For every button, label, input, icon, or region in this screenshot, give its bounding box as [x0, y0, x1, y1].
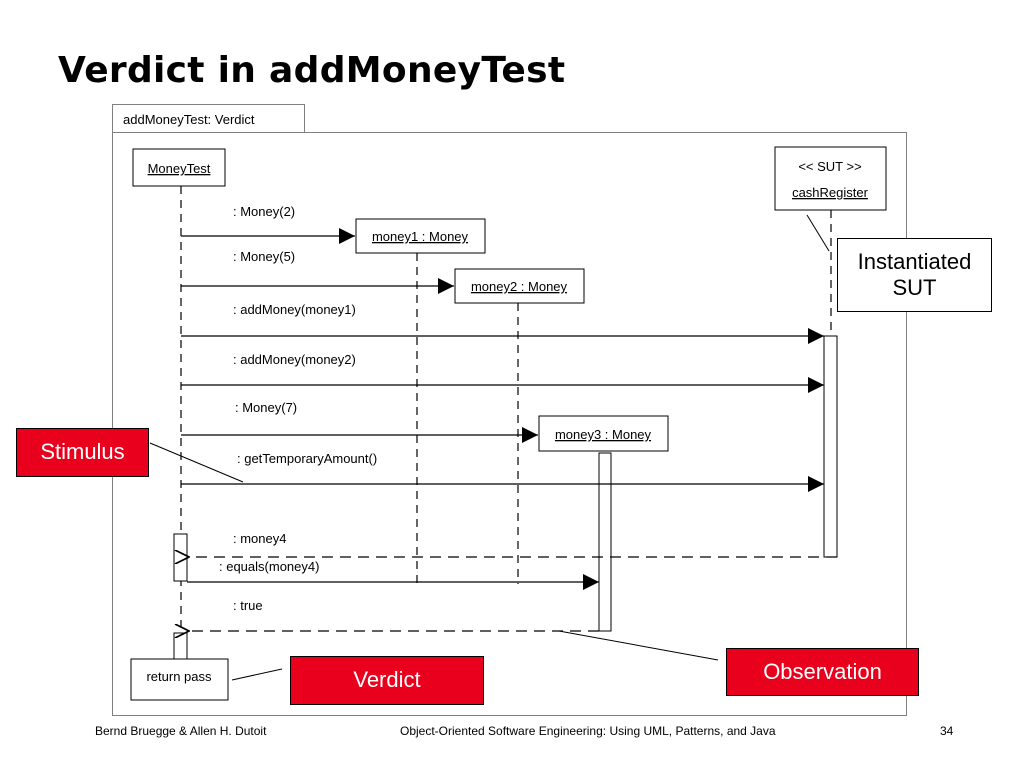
message-label: : Money(2) [233, 204, 295, 219]
activation-money-test-2 [173, 632, 188, 661]
frame-label: addMoneyTest: Verdict [123, 112, 255, 127]
sequence-diagram-frame [112, 132, 907, 716]
activation-money3 [598, 452, 612, 632]
message-label: : true [233, 598, 263, 613]
callout-instantiated-sut-line1: Instantiated [857, 248, 972, 274]
message-label: : Money(5) [233, 249, 295, 264]
lifeline-head-money2: money2 : Money [454, 268, 585, 304]
lifeline-label-cash-register: cashRegister [792, 185, 869, 200]
message-label: : equals(money4) [219, 559, 319, 574]
lifeline-head-money-test: MoneyTest [132, 148, 226, 187]
callout-verdict: Verdict [290, 656, 484, 705]
callout-instantiated-sut-line2: SUT [892, 275, 937, 300]
activation-cash-register [823, 335, 838, 558]
footer-authors: Bernd Bruegge & Allen H. Dutoit [95, 724, 267, 738]
message-label: : Money(7) [235, 400, 297, 415]
message-label: : addMoney(money2) [233, 352, 356, 367]
sut-stereotype-label: << SUT >> [798, 159, 861, 174]
leader-line-instantiated-sut [806, 214, 830, 252]
lifeline-head-cash-register: << SUT >> cashRegister [774, 146, 887, 211]
leader-line-verdict [231, 668, 283, 681]
lifeline-label-money1: money1 : Money [372, 229, 469, 244]
message-label: : money4 [233, 531, 286, 546]
slide-title: Verdict in addMoneyTest [58, 50, 566, 91]
verdict-box: return pass [130, 658, 229, 701]
callout-instantiated-sut: Instantiated SUT [837, 238, 992, 312]
message-label: : addMoney(money1) [233, 302, 356, 317]
activation-money-test-1 [173, 533, 188, 582]
frame-name-tab: addMoneyTest: Verdict [112, 104, 305, 133]
footer-book-title: Object-Oriented Software Engineering: Us… [400, 724, 776, 738]
message-label: : getTemporaryAmount() [237, 451, 377, 466]
callout-verdict-label: Verdict [353, 667, 421, 693]
page-number: 34 [940, 724, 954, 738]
lifeline-head-money1: money1 : Money [355, 218, 486, 254]
lifeline-label-money-test: MoneyTest [148, 161, 211, 176]
callout-stimulus: Stimulus [16, 428, 149, 477]
lifeline-label-money3: money3 : Money [555, 427, 652, 442]
callout-observation: Observation [726, 648, 919, 696]
lifeline-head-money3: money3 : Money [538, 415, 669, 452]
verdict-box-label: return pass [146, 669, 212, 684]
callout-stimulus-label: Stimulus [40, 439, 125, 465]
lifeline-label-money2: money2 : Money [471, 279, 568, 294]
leader-line-stimulus [149, 442, 244, 483]
leader-line-observation [558, 630, 719, 661]
callout-observation-label: Observation [763, 658, 882, 684]
